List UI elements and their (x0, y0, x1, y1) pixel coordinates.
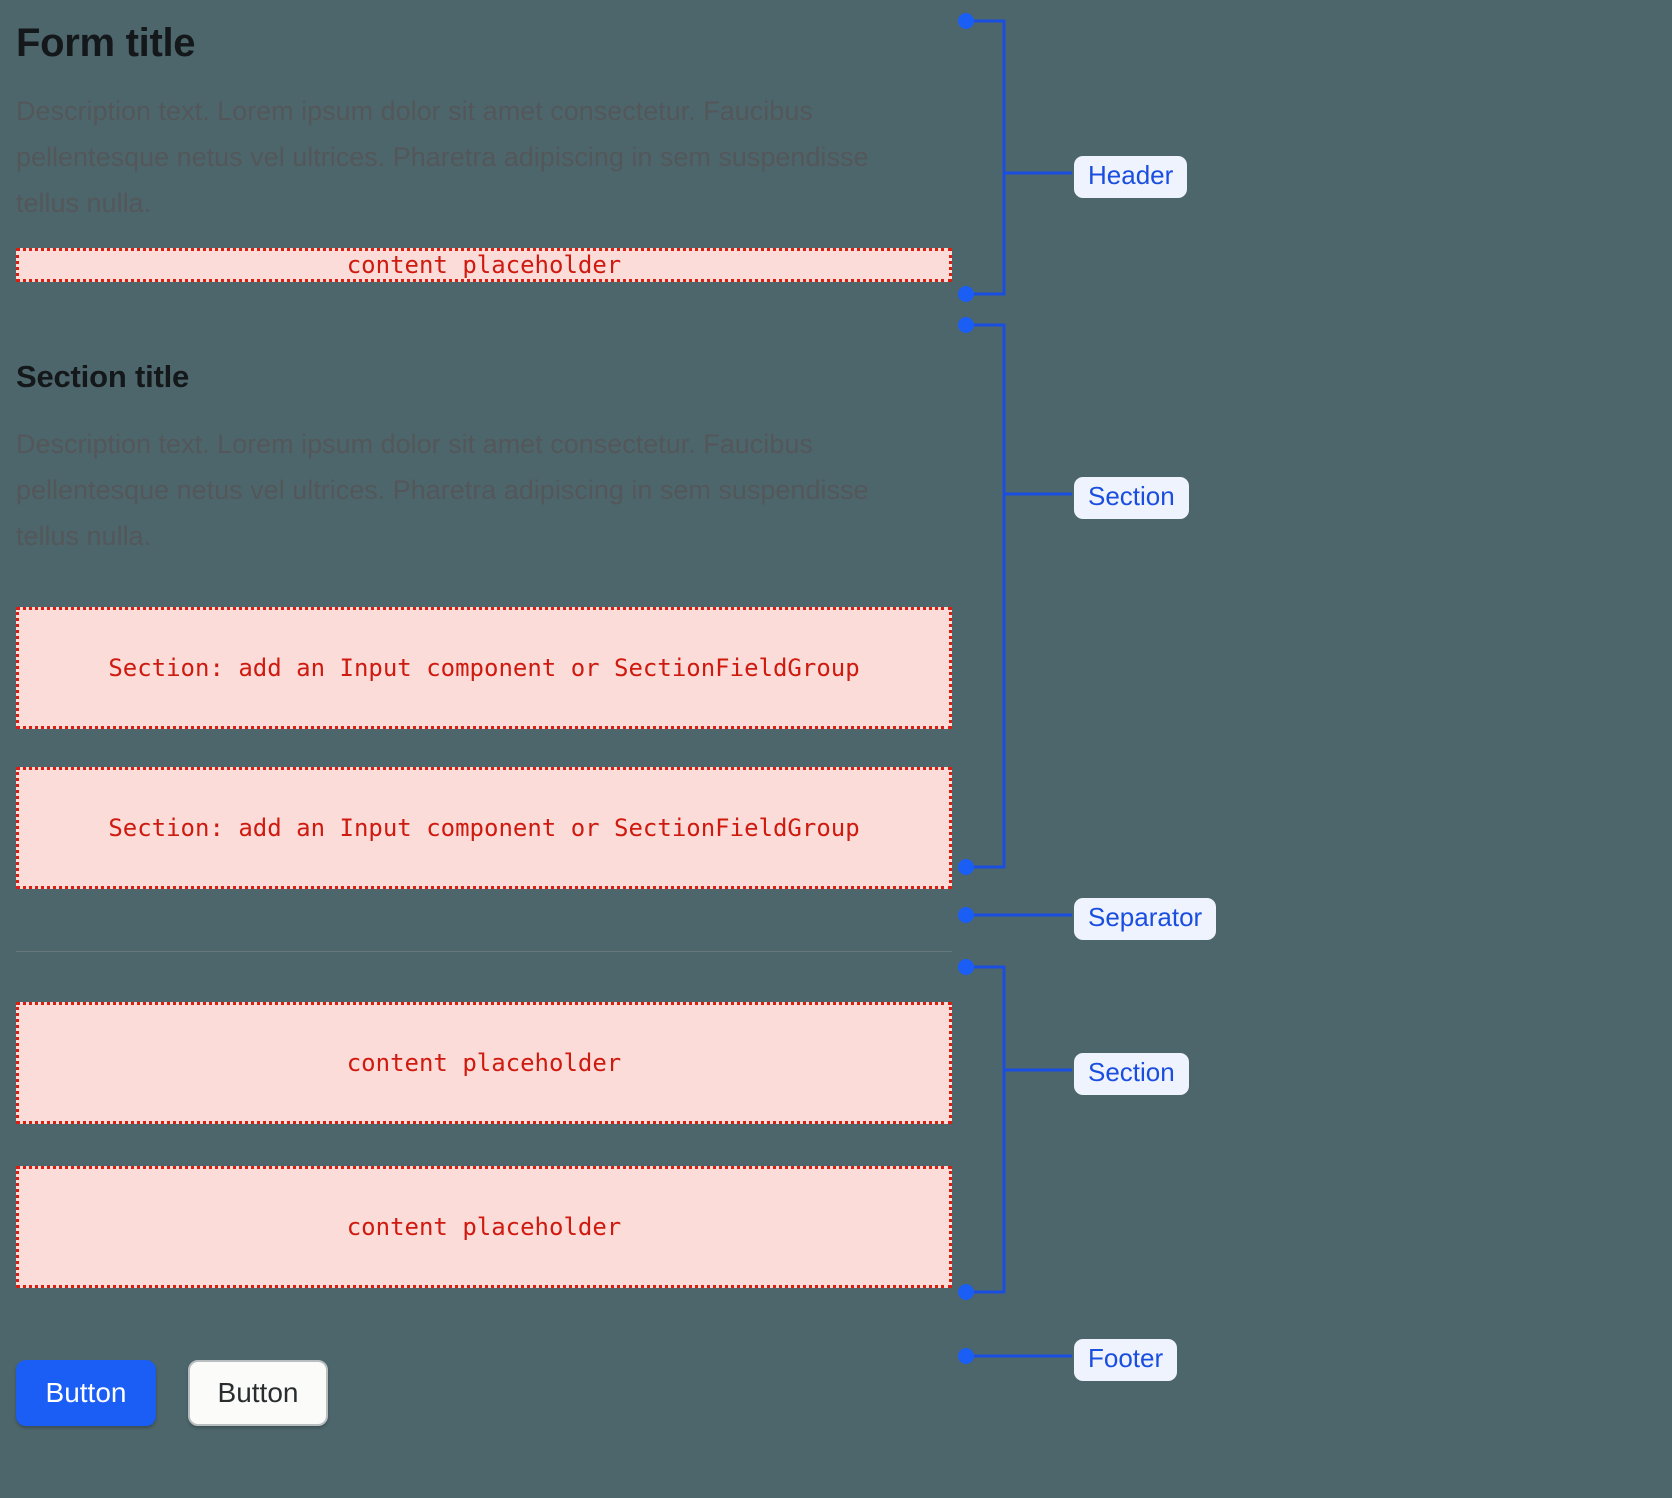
section-two-bracket (966, 965, 1006, 1294)
anchor-dot (958, 317, 974, 333)
form-footer: Button Button (16, 1360, 952, 1427)
annotation-label-header[interactable]: Header (1074, 156, 1188, 198)
anchor-dot (958, 13, 974, 29)
section-title: Section title (16, 359, 190, 394)
form-preview: Form title Description text. Lorem ipsum… (16, 0, 952, 1498)
anchor-dot (958, 1348, 974, 1364)
form-section-two: content placeholder content placeholder (16, 1002, 952, 1289)
header-content-placeholder[interactable]: content placeholder (16, 248, 952, 282)
anchor-dot (958, 959, 974, 975)
page-title: Form title (16, 21, 196, 65)
anchor-dot (958, 859, 974, 875)
primary-button[interactable]: Button (16, 1360, 156, 1427)
header-bracket (966, 19, 1006, 296)
separator (16, 951, 952, 953)
form-header-description: Description text. Lorem ipsum dolor sit … (16, 96, 869, 218)
section-content-placeholder[interactable]: content placeholder (16, 1166, 952, 1289)
anchor-dot (958, 1284, 974, 1300)
annotation-label-footer[interactable]: Footer (1074, 1339, 1178, 1381)
section-content-placeholder[interactable]: content placeholder (16, 1002, 952, 1125)
section-one-bracket (966, 323, 1006, 869)
secondary-button[interactable]: Button (188, 1360, 328, 1427)
form-section-one: Section title Description text. Lorem ip… (16, 358, 952, 890)
annotation-label-separator[interactable]: Separator (1074, 898, 1217, 940)
section-field-placeholder[interactable]: Section: add an Input component or Secti… (16, 607, 952, 730)
form-header-block: Form title Description text. Lorem ipsum… (16, 20, 952, 282)
annotation-label-section-two[interactable]: Section (1074, 1053, 1189, 1095)
annotation-label-section-one[interactable]: Section (1074, 477, 1189, 519)
anchor-dot (958, 907, 974, 923)
section-one-description: Description text. Lorem ipsum dolor sit … (16, 429, 869, 552)
anchor-dot (958, 286, 974, 302)
section-field-placeholder[interactable]: Section: add an Input component or Secti… (16, 767, 952, 890)
